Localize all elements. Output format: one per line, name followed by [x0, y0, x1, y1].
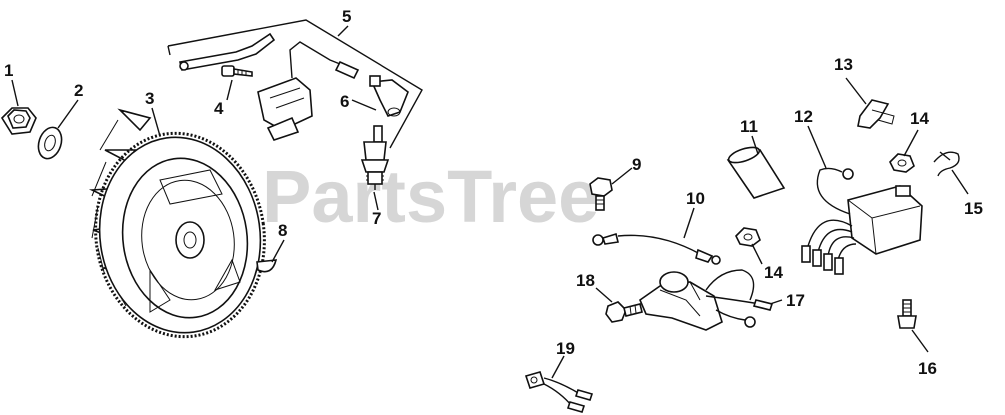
watermark-text: PartsTree — [262, 155, 599, 238]
callout-16: 16 — [918, 359, 937, 378]
part-10-ground-lead[interactable] — [592, 232, 721, 265]
callout-7: 7 — [372, 209, 381, 228]
part-2-washer[interactable] — [35, 124, 66, 161]
part-3-flywheel[interactable] — [83, 108, 278, 348]
part-5-ignition-module[interactable] — [167, 19, 423, 149]
callout-18: 18 — [576, 271, 595, 290]
callout-12: 12 — [794, 107, 813, 126]
callout-1: 1 — [4, 61, 13, 80]
part-13-clip[interactable] — [857, 99, 895, 129]
callout-19: 19 — [556, 339, 575, 358]
callout-13: 13 — [834, 55, 853, 74]
part-12-rectifier-regulator[interactable] — [801, 167, 923, 275]
part-19-harness[interactable] — [524, 371, 594, 413]
callout-10: 10 — [686, 189, 705, 208]
callout-14-lower: 14 — [764, 263, 783, 282]
leader-lines — [11, 25, 969, 379]
callout-14-upper: 14 — [910, 109, 929, 128]
part-7-spark-plug[interactable] — [360, 125, 390, 190]
callout-3: 3 — [145, 89, 154, 108]
callout-8: 8 — [278, 221, 287, 240]
part-17-oil-sensor[interactable] — [639, 269, 774, 331]
part-14-nut-a[interactable] — [889, 153, 915, 173]
part-1-nut[interactable] — [0, 107, 37, 135]
part-16-screw[interactable] — [897, 299, 917, 329]
callout-9: 9 — [632, 155, 641, 174]
callout-15: 15 — [964, 199, 983, 218]
part-15-wire-clip[interactable] — [933, 151, 960, 177]
part-14-nut-b[interactable] — [735, 227, 761, 247]
callout-2: 2 — [74, 81, 83, 100]
part-11-sleeve[interactable] — [726, 144, 786, 199]
callout-11: 11 — [740, 117, 758, 136]
callout-17: 17 — [786, 291, 805, 310]
part-4-bolt[interactable] — [221, 65, 253, 77]
callout-5: 5 — [342, 7, 351, 26]
callout-6: 6 — [340, 92, 349, 111]
part-9-bolt[interactable] — [589, 177, 613, 211]
part-6-spark-plug-boot[interactable] — [369, 75, 409, 117]
callout-labels: 1 2 3 4 5 6 7 8 9 10 11 12 13 14 14 15 1… — [4, 7, 983, 378]
part-8-flywheel-key[interactable] — [256, 259, 278, 273]
part-18-bolt[interactable] — [605, 301, 643, 323]
callout-4: 4 — [214, 99, 224, 118]
